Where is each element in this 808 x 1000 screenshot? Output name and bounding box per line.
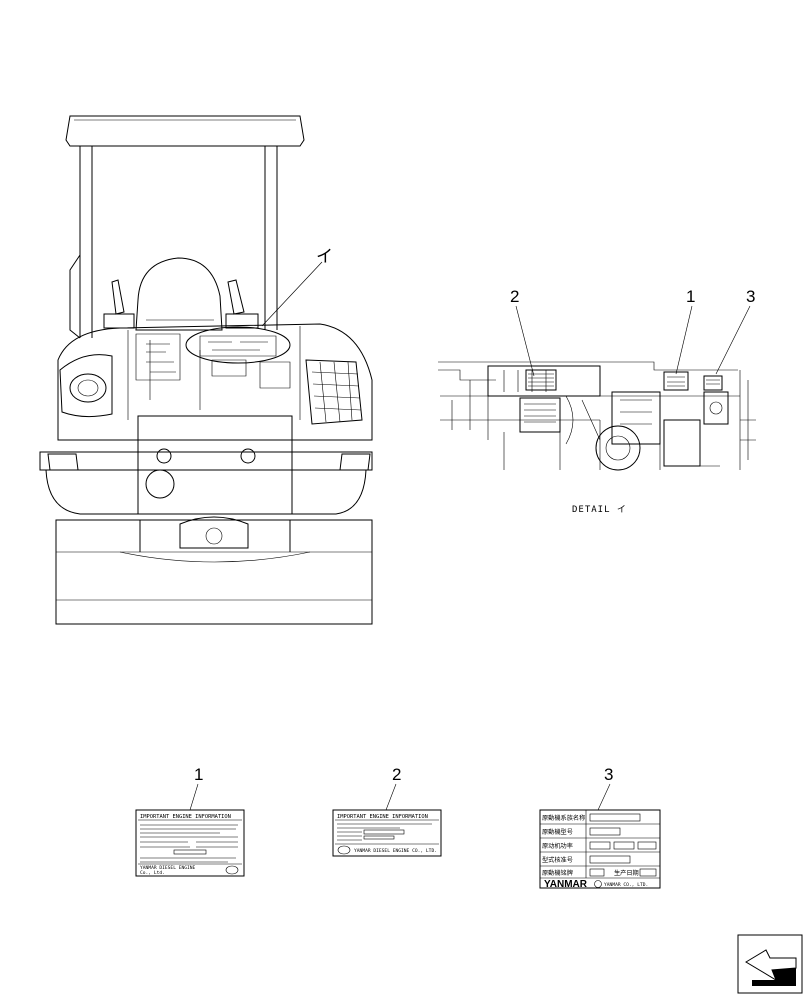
excavator-rear-view: イ: [39, 115, 373, 625]
label-3-row-1: 原動機系族名称: [542, 814, 585, 822]
label-1-engine-information: 1 IMPORTANT ENGINE INFORMATION YANMAR DI…: [135, 765, 245, 877]
label-3-brand: YANMAR: [544, 879, 588, 890]
label-3-callout: 3: [604, 765, 613, 784]
detail-caption: DETAIL イ: [572, 505, 627, 515]
label-2-callout: 2: [392, 765, 401, 784]
detail-callout-3: 3: [746, 287, 755, 306]
label-3-engine-nameplate: 3 原動機系族名称 原動機型号 原动机功率 型式核准号 原動機铭牌 生产日期 Y…: [539, 765, 661, 890]
label-3-row-3: 原动机功率: [542, 842, 573, 850]
next-page-arrow-icon[interactable]: [737, 934, 803, 994]
label-1-brand-line2: Co., Ltd.: [140, 870, 165, 876]
yanmar-logo-icon: [337, 845, 351, 855]
yanmar-logo-icon: [594, 880, 602, 888]
yanmar-logo-icon: [225, 865, 239, 875]
label-1-callout: 1: [194, 765, 203, 784]
detail-marker-ellipse: [185, 326, 291, 364]
label-3-brand-line2: YANMAR CO., LTD.: [604, 882, 648, 888]
label-2-engine-information: 2 IMPORTANT ENGINE INFORMATION YANMAR DI…: [332, 765, 442, 857]
label-2-brand: YANMAR DIESEL ENGINE CO., LTD.: [354, 848, 437, 854]
detail-view: 2 1 3 DETAIL イ: [438, 287, 756, 515]
label-3-row-4: 型式核准号: [542, 856, 573, 864]
label-1-brand: YANMAR DIESEL ENGINE: [140, 865, 196, 871]
label-3-row-6: 生产日期: [614, 869, 639, 877]
label-2-title: IMPORTANT ENGINE INFORMATION: [337, 814, 428, 820]
label-3-row-5: 原動機铭牌: [542, 869, 573, 877]
detail-callout-1: 1: [686, 287, 695, 306]
label-3-row-2: 原動機型号: [542, 828, 573, 836]
detail-callout-2: 2: [510, 287, 519, 306]
label-1-title: IMPORTANT ENGINE INFORMATION: [140, 814, 231, 820]
detail-marker-label: イ: [316, 247, 333, 266]
